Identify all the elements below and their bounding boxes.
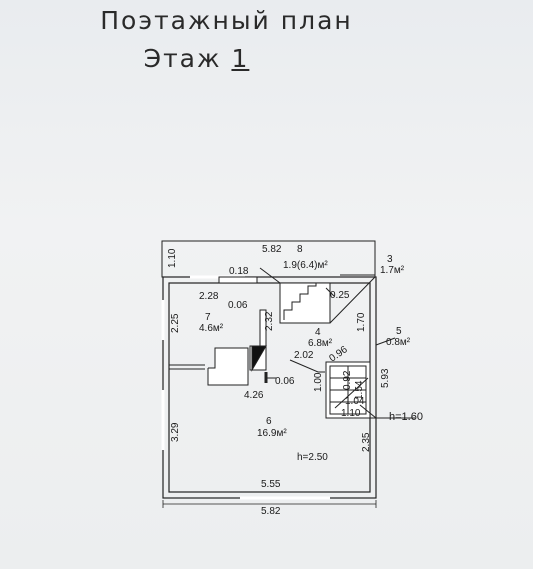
floor-label: Этаж	[143, 44, 222, 73]
floor-heading: Этаж 1	[0, 44, 463, 73]
dim-porch-depth: 1.10	[167, 248, 178, 268]
room-8-number: 8	[297, 244, 303, 255]
room-7-area: 4.6м²	[199, 323, 224, 334]
dim-228: 2.28	[199, 291, 219, 302]
dim-006b: 0.06	[275, 376, 295, 387]
height-stair: h=1.60	[389, 411, 423, 423]
dim-170: 1.70	[356, 312, 367, 332]
dim-018: 0.18	[229, 266, 249, 277]
dim-202: 2.02	[294, 350, 314, 361]
room-7-number: 7	[205, 312, 211, 323]
dim-104: 1.04	[345, 396, 365, 407]
dim-bottom-inner: 5.55	[261, 479, 281, 490]
dim-232: 2.32	[264, 311, 275, 331]
room-3-area: 1.7м²	[380, 265, 405, 276]
room-5-number: 5	[396, 326, 402, 337]
stove	[207, 347, 249, 386]
dim-100: 1.00	[313, 372, 324, 392]
dim-225: 2.25	[170, 313, 181, 333]
dim-235: 2.35	[361, 432, 372, 452]
dim-426: 4.26	[244, 390, 264, 401]
height-main: h=2.50	[297, 452, 328, 463]
dim-154: 1.54	[354, 380, 365, 400]
dim-025: 0.25	[330, 290, 350, 301]
room-5-area: 0.8м²	[386, 337, 411, 348]
room-3-number: 3	[387, 254, 393, 265]
plan-title: Поэтажный план	[100, 6, 353, 35]
dim-329: 3.29	[170, 422, 181, 442]
dim-bottom-outer: 5.82	[261, 506, 281, 517]
wall-segment	[218, 276, 258, 284]
dim-006a: 0.06	[228, 300, 248, 311]
dim-593: 5.93	[380, 368, 391, 388]
staircase-upper	[279, 282, 331, 324]
floor-number: 1	[231, 44, 250, 73]
room-6-number: 6	[266, 416, 272, 427]
room-8-area: 1.9(6.4)м²	[283, 260, 328, 271]
dim-top-width: 5.82	[262, 244, 282, 255]
room-4-number: 4	[315, 327, 321, 338]
room-4-area: 6.8м²	[308, 338, 333, 349]
dim-092: 0.92	[342, 370, 353, 390]
room-6-area: 16.9м²	[257, 428, 287, 439]
dim-110b: 1.10	[341, 408, 361, 419]
